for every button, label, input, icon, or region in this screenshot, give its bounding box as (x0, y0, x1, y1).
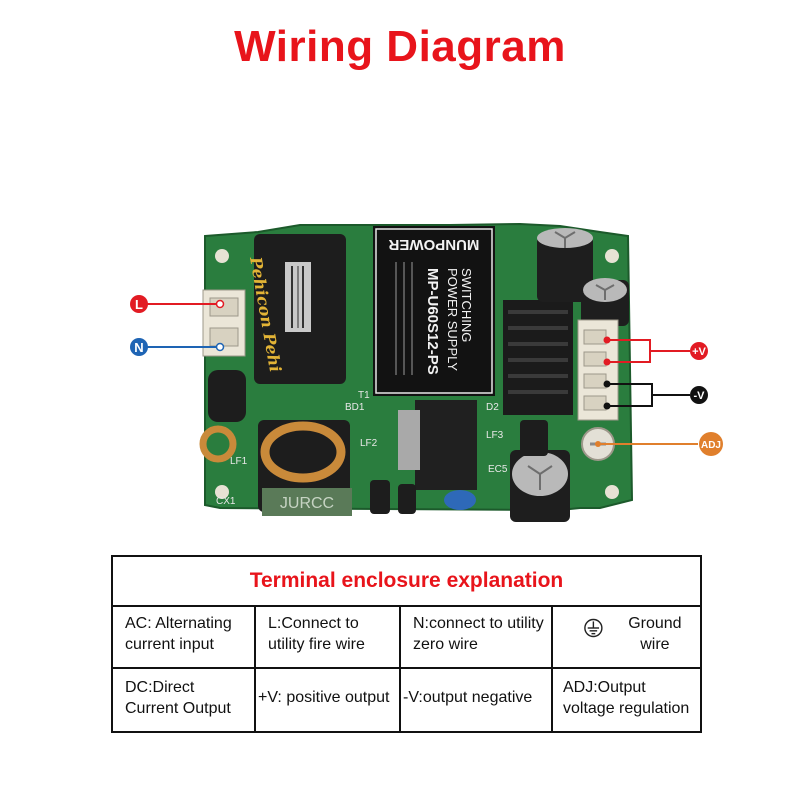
silk-cx1: CX1 (216, 496, 236, 507)
neg-wire: -V (603, 380, 708, 410)
l-label: L (135, 297, 143, 312)
ac-input-connector (202, 289, 246, 357)
neg-marker (690, 386, 708, 404)
power-module: MUNPOWER SWITCHING POWER SUPPLY MP-U60S1… (373, 226, 495, 396)
table-cell: AC: Alternating current input (113, 607, 256, 667)
wiring-diagram: Pehicon Pehi MUNPOWER SWITCHING POWER SU… (130, 222, 723, 522)
table-cell: N:connect to utility zero wire (401, 607, 553, 667)
toroid-coil (199, 425, 237, 463)
adj-label: ADJ (701, 440, 721, 451)
mount-hole (215, 249, 229, 263)
silk-lf1: LF1 (230, 456, 248, 467)
silk-ec5: EC5 (488, 464, 508, 475)
table-cell: ADJ:Output voltage regulation (553, 669, 700, 731)
adj-wire: ADJ (595, 432, 723, 456)
ground-icon (584, 618, 603, 638)
adj-marker (699, 432, 723, 456)
small-inductor (208, 370, 246, 422)
silk-d2: D2 (486, 402, 499, 413)
table-row: AC: Alternating current input L:Connect … (113, 607, 700, 669)
terminal-table: Terminal enclosure explanation AC: Alter… (111, 555, 702, 733)
l-wire: L (130, 295, 225, 313)
table-cell: -V:output negative (401, 669, 553, 731)
brand-text: MUNPOWER (388, 236, 479, 253)
filter-coils: JURCC (199, 370, 352, 516)
mount-hole (605, 485, 619, 499)
model-text: MP-U60S12-PS (424, 268, 441, 375)
ground-cell: Ground wire (553, 607, 700, 667)
mount-hole (215, 485, 229, 499)
n-marker (130, 338, 148, 356)
n-wire: N (130, 338, 225, 356)
neg-label: -V (694, 390, 706, 402)
output-capacitors (510, 228, 629, 522)
table-header: Terminal enclosure explanation (113, 557, 700, 607)
small-components (370, 420, 548, 514)
input-capacitor: Pehicon Pehi (246, 234, 346, 384)
mount-hole (605, 249, 619, 263)
type-line2: POWER SUPPLY (445, 268, 460, 371)
silk-lf3: LF3 (486, 430, 504, 441)
adj-cell-text: ADJ:Output voltage regulation (563, 679, 690, 717)
diagram-title: Wiring Diagram (234, 22, 566, 71)
pos-marker (690, 342, 708, 360)
table-cell: DC:Direct Current Output (113, 669, 256, 731)
table-row: DC:Direct Current Output +V: positive ou… (113, 669, 700, 731)
type-line1: SWITCHING (459, 268, 474, 342)
n-label: N (134, 340, 143, 355)
pos-wire: +V (603, 336, 708, 366)
heatsink-lower (415, 400, 477, 490)
inductor-label: JURCC (280, 495, 334, 512)
l-marker (130, 295, 148, 313)
heatsink (398, 300, 573, 490)
silk-bd1: BD1 (345, 402, 365, 413)
pos-label: +V (692, 346, 706, 358)
ground-text: Ground wire (628, 615, 682, 653)
silk-t1: T1 (358, 390, 370, 401)
table-cell: +V: positive output (256, 669, 401, 731)
table-cell: L:Connect to utility fire wire (256, 607, 401, 667)
silk-lf2: LF2 (360, 438, 378, 449)
inductor-base (262, 488, 352, 516)
